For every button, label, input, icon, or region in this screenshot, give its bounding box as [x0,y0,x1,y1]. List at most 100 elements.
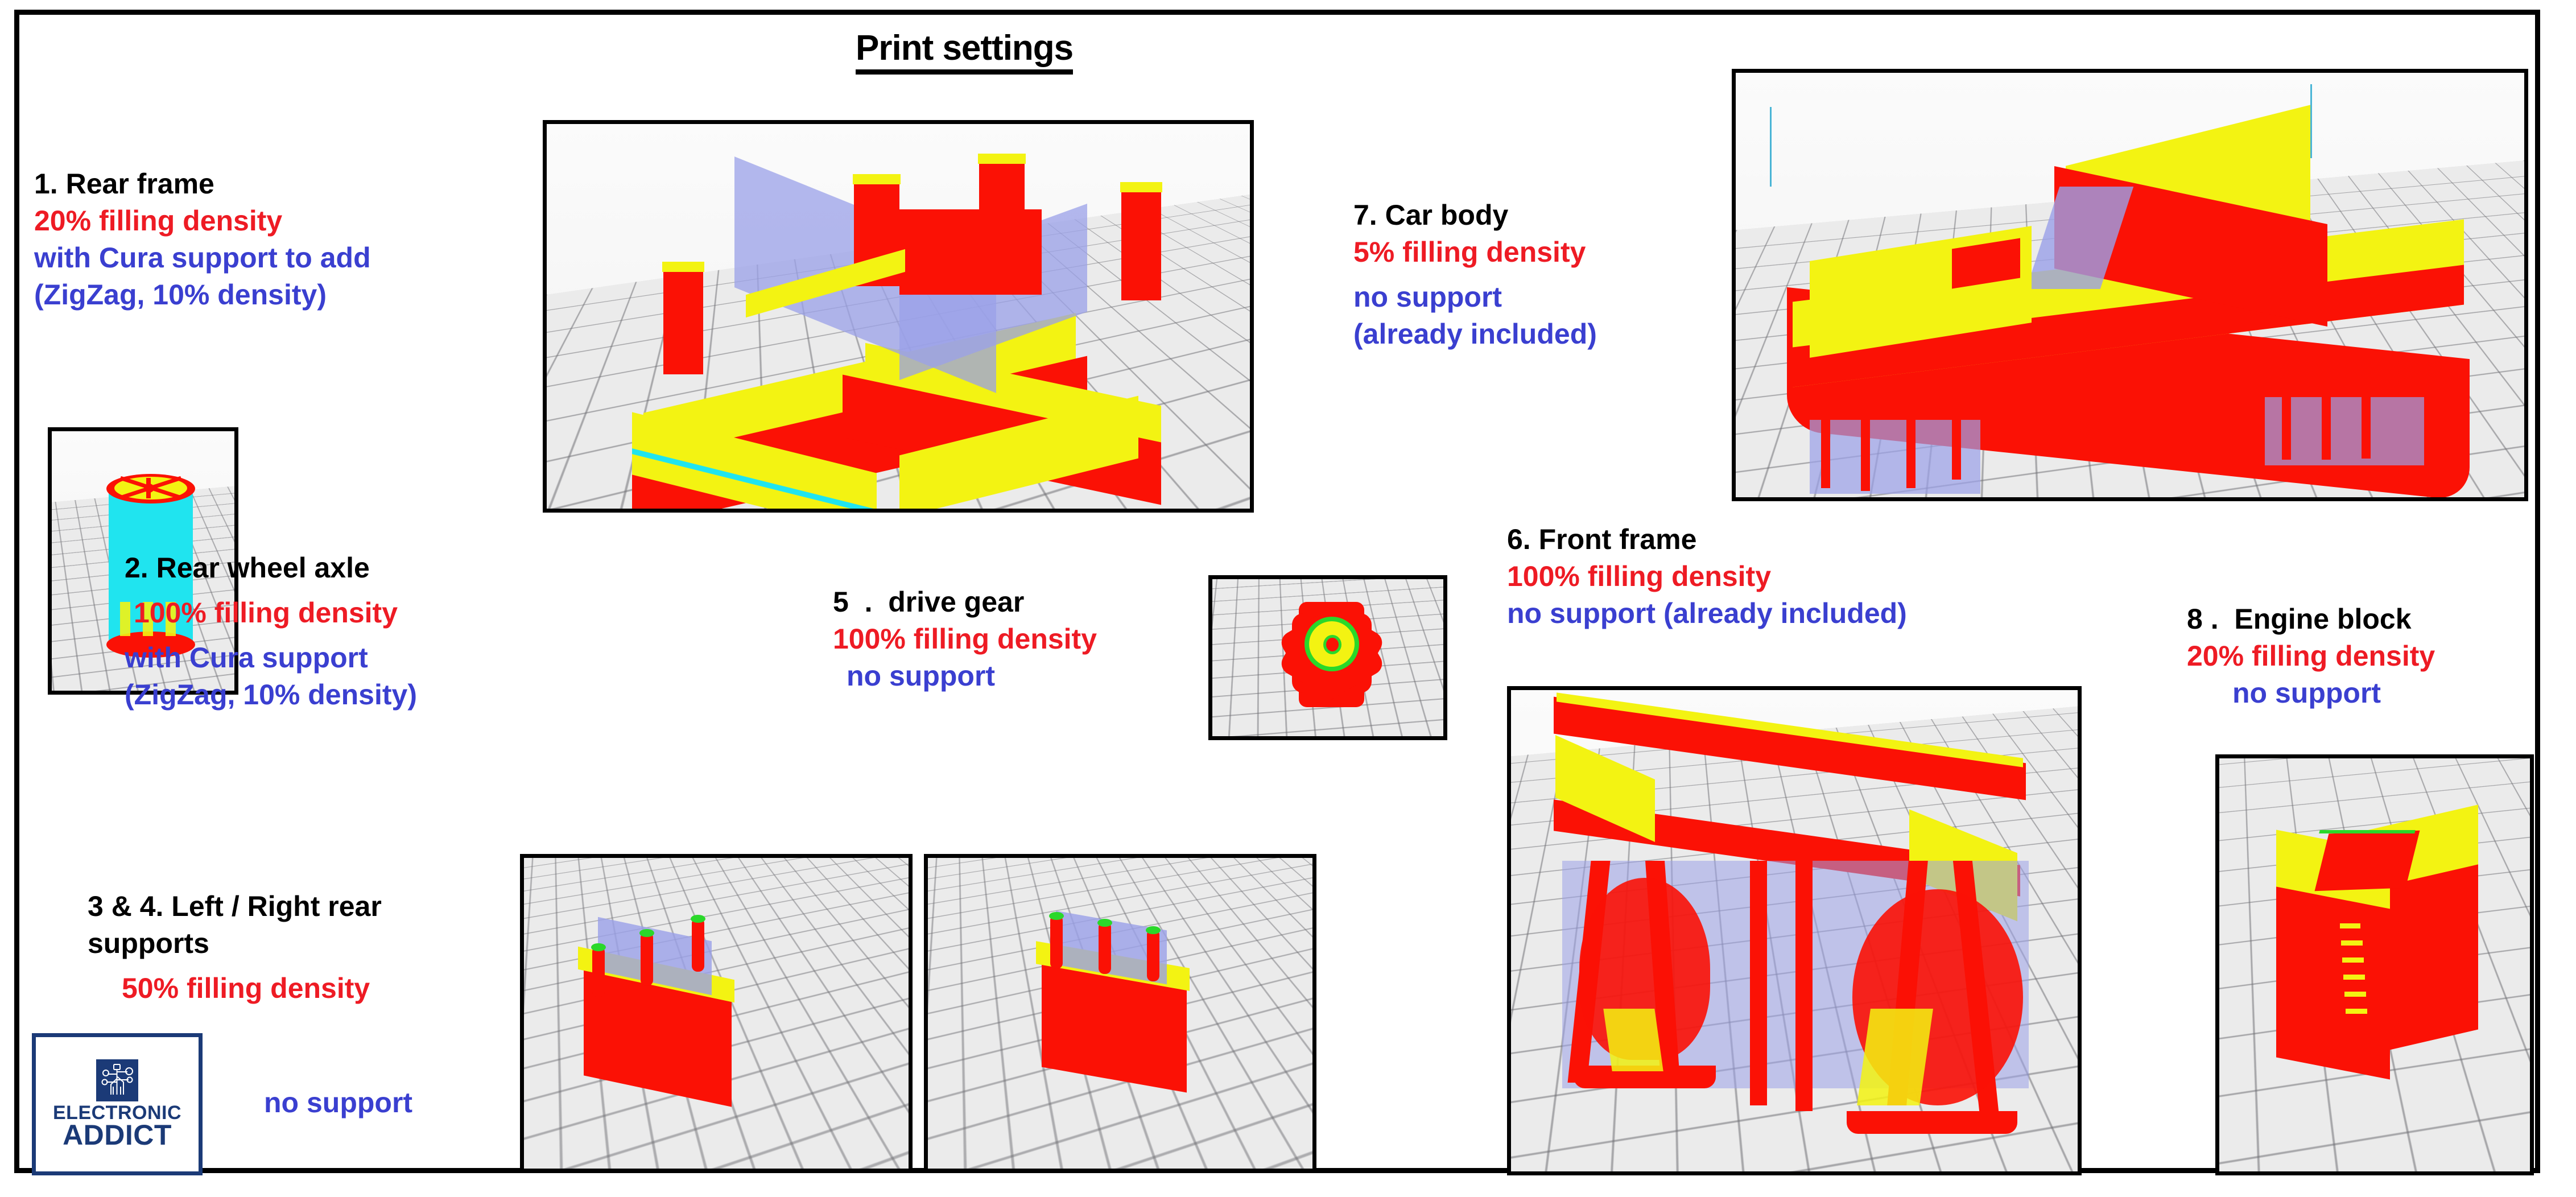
model-detail [2344,992,2366,997]
model-support-strand [1952,414,1961,480]
model-wall [663,266,703,374]
model-peg [592,946,605,997]
model-support-strand [1906,420,1916,488]
model-peg-top [591,943,606,951]
part-block-rear-wheel-axle: 2. Rear wheel axle 100% filling density … [125,550,417,713]
part-heading-front-frame: 6. Front frame [1507,523,1697,555]
model-detail [2343,975,2365,980]
model-infill [166,602,176,636]
slicer-stage [524,858,909,1169]
model-peg [692,918,704,972]
model-detail [2341,940,2363,946]
part-block-left-right-rear-supports: 3 & 4. Left / Right rear supports 50% fi… [88,888,382,1007]
model-leg [1795,861,1813,1111]
model-support-strand [2322,397,2331,460]
preview-right-rear-support [924,854,1316,1173]
preview-car-body [1732,69,2528,501]
model-wall-top [1120,182,1162,192]
part-support-line-1-car-body: no support [1353,281,1502,313]
bed-axis-line [1770,107,1772,187]
slicer-stage [1212,579,1443,736]
model-peg [641,932,653,986]
part-support-line-2-rear-frame: (ZigZag, 10% density) [34,279,327,311]
model-support-strand [1821,420,1830,488]
model-detail [2342,957,2364,963]
part-support-block-left-right-rear-supports: no support [264,1084,412,1121]
part-heading-engine-block: 8 . Engine block [2187,603,2412,635]
model-peg [1147,929,1159,981]
bed-axis-line [2310,84,2312,158]
part-heading-line-2-left-right-rear-supports: supports [88,927,209,959]
model-infill [120,602,130,636]
page-title-wrapper: Print settings [856,31,1074,75]
model-support-strand [1861,420,1870,491]
poster-frame: Print settings 1. Rear frame 20% filling… [14,10,2540,1175]
page-title: Print settings [856,31,1074,75]
part-heading-rear-frame: 1. Rear frame [34,168,214,200]
part-density-front-frame: 100% filling density [1507,560,1772,592]
slicer-stage [1511,690,2078,1171]
model-wall [899,209,1042,295]
model-detail [2340,923,2360,928]
part-block-engine-block: 8 . Engine block 20% filling density no … [2187,601,2435,712]
brand-name-line-1: ELECTRONIC [53,1102,181,1124]
part-heading-drive-gear: 5 . drive gear [833,586,1025,618]
preview-rear-frame [543,120,1254,513]
slicer-stage [2219,758,2530,1171]
model-wall [1121,187,1161,300]
model-infill [1603,1009,1663,1071]
model-detail [2346,1009,2367,1014]
model-peg [1050,915,1063,969]
model-wall-top [853,174,901,184]
slicer-stage [547,124,1250,509]
part-support-line-1-rear-wheel-axle: with Cura support [125,642,368,674]
preview-front-frame [1507,686,2082,1175]
model-wall-top [662,262,704,272]
model-foot-row [1847,1111,2017,1134]
circuit-chip-icon [96,1059,138,1102]
part-block-rear-frame: 1. Rear frame 20% filling density with C… [34,166,371,313]
preview-drive-gear [1208,575,1447,740]
part-support-line-1-front-frame: no support (already included) [1507,597,1907,629]
model-support-strand [2282,397,2291,460]
model-peg-top [1049,912,1064,920]
part-support-line-1-left-right-rear-supports: no support [264,1087,413,1118]
part-block-car-body: 7. Car body 5% filling density no suppor… [1353,197,1597,353]
model-peg-top [1097,919,1112,927]
model-cavity-rim [2319,830,2416,833]
model-infill [143,602,153,636]
part-block-drive-gear: 5 . drive gear 100% filling density no s… [833,584,1097,695]
model-gear-bore [1326,638,1339,651]
slicer-stage [1736,73,2524,497]
part-density-rear-frame: 20% filling density [34,205,283,237]
part-heading-car-body: 7. Car body [1353,199,1509,231]
model-wall-top [978,154,1026,164]
part-density-engine-block: 20% filling density [2187,640,2435,672]
model-block-cavity [2314,830,2420,891]
slicer-stage [928,858,1312,1169]
part-block-front-frame: 6. Front frame 100% filling density no s… [1507,521,1907,632]
part-support-line-1-engine-block: no support [2232,677,2381,709]
part-density-drive-gear: 100% filling density [833,623,1097,655]
brand-logo: ELECTRONIC ADDICT [32,1033,203,1175]
part-density-rear-wheel-axle: 100% filling density [134,597,398,629]
part-support-line-1-drive-gear: no support [847,660,996,692]
part-support-line-2-rear-wheel-axle: (ZigZag, 10% density) [125,679,417,711]
model-support-legs [2265,397,2424,465]
part-density-car-body: 5% filling density [1353,236,1586,268]
model-peg-top [639,929,654,937]
part-heading-rear-wheel-axle: 2. Rear wheel axle [125,552,370,584]
model-peg-top [691,915,705,923]
model-peg-top [1146,926,1161,934]
part-heading-line-1-left-right-rear-supports: 3 & 4. Left / Right rear [88,890,382,922]
model-peg [1099,922,1111,974]
preview-left-rear-support [520,854,913,1173]
model-hub [144,484,154,493]
brand-name-line-2: ADDICT [63,1119,172,1151]
part-density-left-right-rear-supports: 50% filling density [122,972,370,1004]
part-support-line-2-car-body: (already included) [1353,318,1597,350]
slicer-stage [52,431,234,691]
part-support-line-1-rear-frame: with Cura support to add [34,242,371,274]
model-support-strand [2362,397,2371,459]
preview-rear-wheel-axle [48,427,238,695]
